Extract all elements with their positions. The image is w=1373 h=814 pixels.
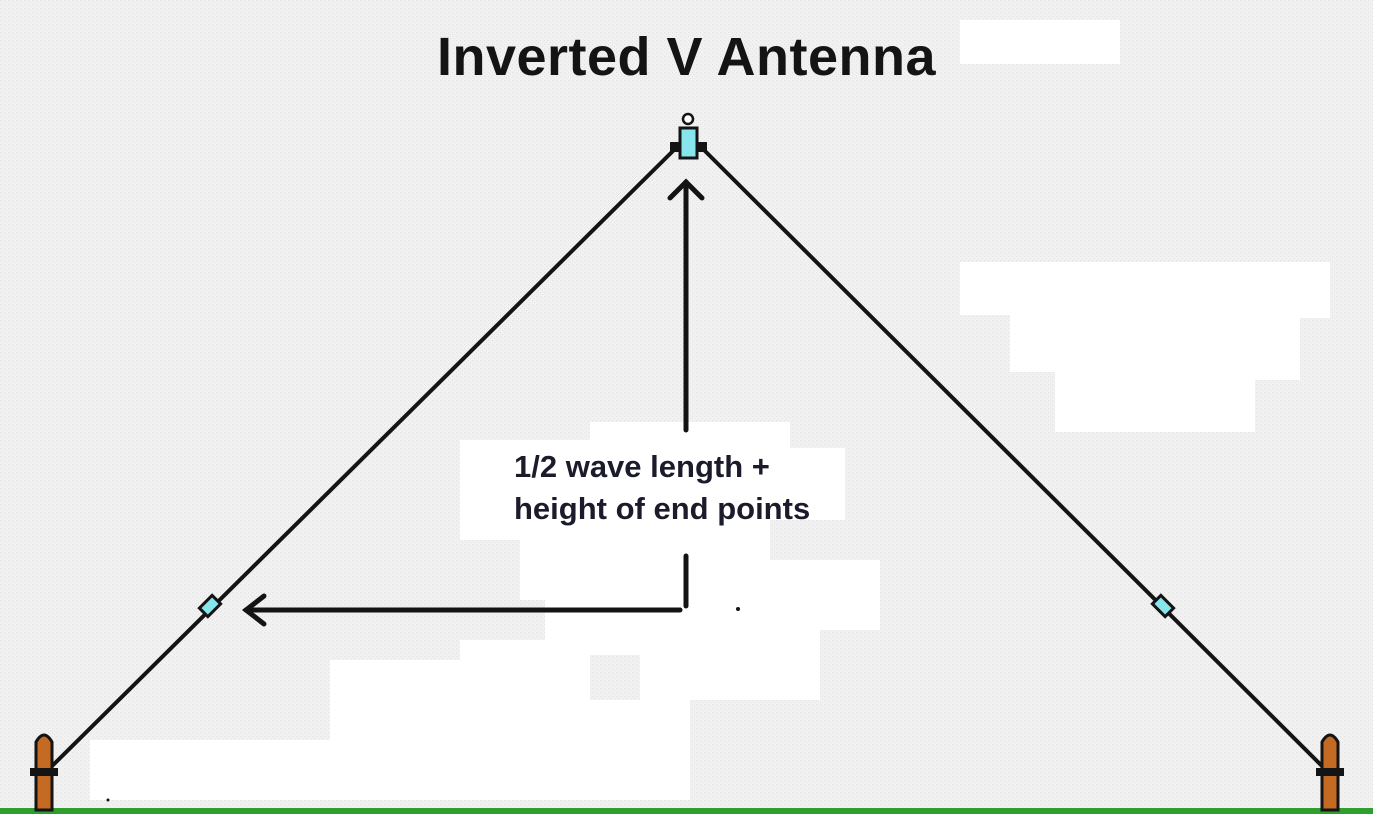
cloud-right xyxy=(960,262,1330,432)
stray-dot-ground xyxy=(106,798,110,802)
left-wire xyxy=(42,144,680,776)
wire-insulator-icon xyxy=(1150,593,1176,619)
right-wire xyxy=(698,144,1332,776)
support-pole-icon xyxy=(1316,733,1344,812)
clouds xyxy=(90,20,1330,800)
height-arrow xyxy=(667,178,705,609)
wire-insulator-icon xyxy=(197,593,223,619)
feedpoint-insulator-icon xyxy=(670,112,707,160)
cloud-bottom xyxy=(90,640,690,800)
cloud-top xyxy=(960,20,1120,64)
diagram-title: Inverted V Antenna xyxy=(436,27,937,87)
support-pole-icon xyxy=(30,733,58,812)
ground-line xyxy=(0,808,1373,814)
annotation-line-1: 1/2 wave length + xyxy=(514,449,770,484)
height-annotation: 1/2 wave length + height of end points xyxy=(514,446,864,530)
horizontal-arrow xyxy=(241,593,683,627)
cloud-center xyxy=(460,422,880,700)
stray-dot xyxy=(736,607,740,611)
annotation-line-2: height of end points xyxy=(514,491,811,526)
antenna-wires xyxy=(42,144,1332,776)
